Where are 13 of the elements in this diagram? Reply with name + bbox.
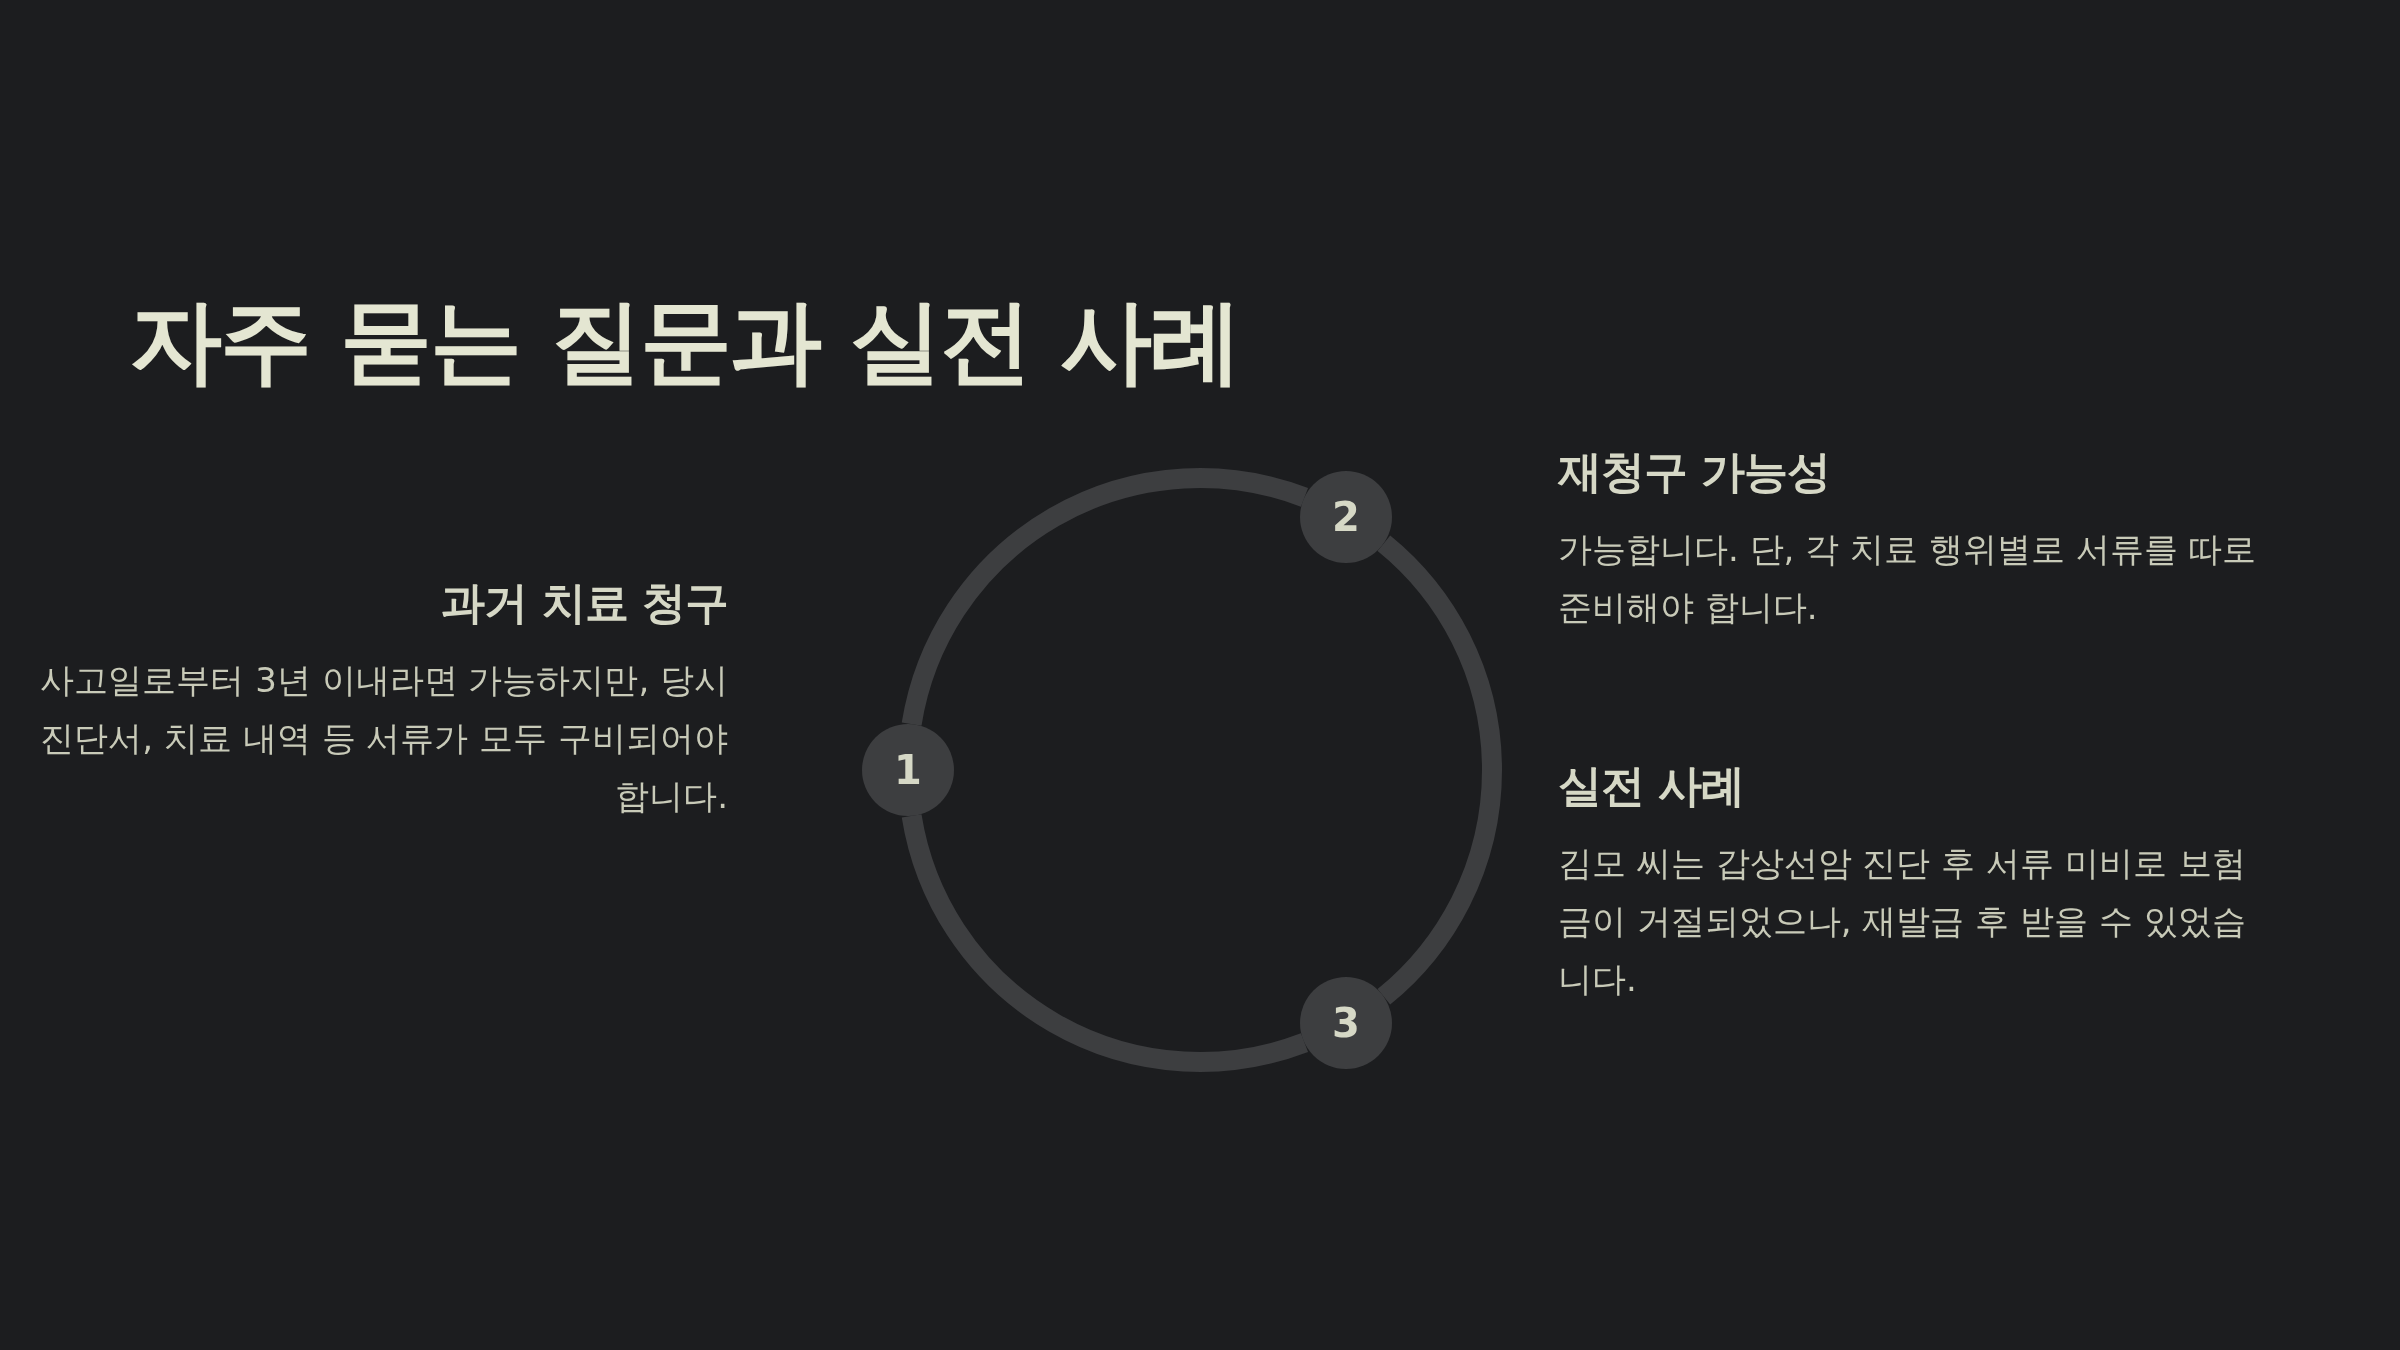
ring-arc	[901, 813, 1308, 1072]
step-number: 2	[1331, 493, 1361, 543]
description-text: 가능합니다. 단, 각 치료 행위별로 서류를 따로 준비해야 합니다.	[1558, 528, 2258, 630]
step-number: 3	[1331, 998, 1361, 1048]
step-number: 1	[893, 746, 923, 795]
description-text: 사고일로부터 3년 이내라면 가능하지만, 당시 진단서, 치료 내역 등 서류가 모두 구비되어야 합니다.	[39, 659, 728, 818]
slide-title: 자주 묻는 질문과 실전 사례	[130, 287, 1241, 397]
ring-arc	[901, 468, 1308, 727]
section-heading: 과거 치료 청구	[440, 576, 728, 630]
section-heading: 실전 사례	[1558, 758, 1746, 813]
ring-arc	[1377, 535, 1502, 1005]
description-text: 김모 씨는 갑상선암 진단 후 서류 미비로 보험금이 거절되었으나, 재발급 후 받을 수 있었습니다.	[1558, 841, 2247, 1001]
section-heading: 재청구 가능성	[1558, 445, 1832, 500]
